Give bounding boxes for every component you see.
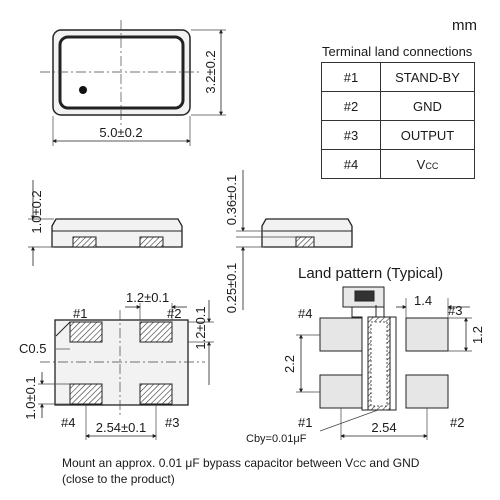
note-line1-sub: CC xyxy=(353,459,367,469)
land-dim-1-4: 1.4 xyxy=(414,293,432,308)
table-row: #3 OUTPUT xyxy=(321,120,475,150)
table-row: #4 VCC xyxy=(321,149,475,179)
bottom-pin4-label: #4 xyxy=(61,415,75,430)
top-view xyxy=(40,20,226,146)
end-view xyxy=(236,170,353,310)
bottom-pin1-label: #1 xyxy=(73,306,87,321)
bottom-pad-3 xyxy=(139,383,173,405)
function-cell: GND xyxy=(380,91,475,121)
bottom-pin2-label: #2 xyxy=(167,306,181,321)
chamfer-label: C0.5 xyxy=(19,341,46,356)
land-pad-2 xyxy=(405,374,449,409)
bottom-pad-width-dim-label: 1.2±0.1 xyxy=(126,290,169,305)
bottom-pad-gap-dim-label: 1.0±0.1 xyxy=(23,376,38,419)
pin1-marker-dot xyxy=(79,86,87,94)
end-bottom-dim-label: 0.25±0.1 xyxy=(224,263,239,314)
bottom-pad-4 xyxy=(69,383,103,405)
cby-label: Cby=0.01μF xyxy=(246,433,307,445)
note-line1-a: Mount an approx. 0.01 μF bypass capacito… xyxy=(62,456,354,470)
bypass-note: Mount an approx. 0.01 μF bypass capacito… xyxy=(62,456,482,487)
land-pad-1 xyxy=(319,374,363,409)
pin-cell: #1 xyxy=(321,62,381,92)
function-cell: VCC xyxy=(380,149,475,179)
pin-cell: #4 xyxy=(321,149,381,179)
land-pin1-label: #1 xyxy=(298,415,312,430)
note-line1: Mount an approx. 0.01 μF bypass capacito… xyxy=(62,456,482,472)
table-row: #1 STAND-BY xyxy=(321,62,475,92)
end-top-dim-label: 0.36±0.1 xyxy=(224,175,239,226)
land-pad-4 xyxy=(319,317,363,352)
side-height-dim-label: 1.0±0.2 xyxy=(29,190,44,233)
pin-cell: #2 xyxy=(321,91,381,121)
land-dim-2-54: 2.54 xyxy=(371,420,396,435)
land-pattern xyxy=(296,286,472,440)
bottom-pad-height-dim-label: 1.2±0.1 xyxy=(193,306,208,349)
bottom-pin3-label: #3 xyxy=(165,415,179,430)
side-view xyxy=(28,180,183,266)
land-dim-2-2: 2.2 xyxy=(282,355,297,373)
note-line2: (close to the product) xyxy=(62,472,175,486)
table-row: #2 GND xyxy=(321,91,475,121)
terminal-table: #1 STAND-BY #2 GND #3 OUTPUT #4 VCC xyxy=(321,62,475,179)
land-pin4-label: #4 xyxy=(298,306,312,321)
note-line1-b: and GND xyxy=(366,456,420,470)
top-height-dim-label: 3.2±0.2 xyxy=(203,50,218,93)
land-dim-1-2: 1.2 xyxy=(470,326,485,344)
bottom-pitch-dim-label: 2.54±0.1 xyxy=(96,420,147,435)
land-pattern-title: Land pattern (Typical) xyxy=(298,265,443,282)
function-cell: OUTPUT xyxy=(380,120,475,150)
bottom-pad-2 xyxy=(139,321,173,343)
bottom-view xyxy=(38,300,214,440)
land-pin2-label: #2 xyxy=(450,415,464,430)
pin-cell: #3 xyxy=(321,120,381,150)
table-title: Terminal land connections xyxy=(322,44,473,59)
unit-label: mm xyxy=(452,17,477,34)
land-pad-3 xyxy=(405,317,449,352)
bottom-pad-1 xyxy=(69,321,103,343)
vcc-main: V xyxy=(416,156,426,172)
vcc-sub: CC xyxy=(425,160,439,171)
top-width-dim-label: 5.0±0.2 xyxy=(99,125,142,140)
function-cell: STAND-BY xyxy=(380,62,475,92)
land-pin3-label: #3 xyxy=(448,303,462,318)
